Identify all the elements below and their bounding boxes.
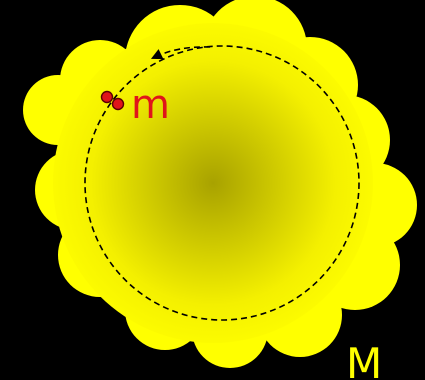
small-mass-label: m (131, 82, 170, 128)
large-mass-label: M (346, 339, 382, 380)
small-mass-dot (102, 92, 113, 103)
small-mass-dot (113, 99, 124, 110)
cloud-core (53, 23, 373, 343)
